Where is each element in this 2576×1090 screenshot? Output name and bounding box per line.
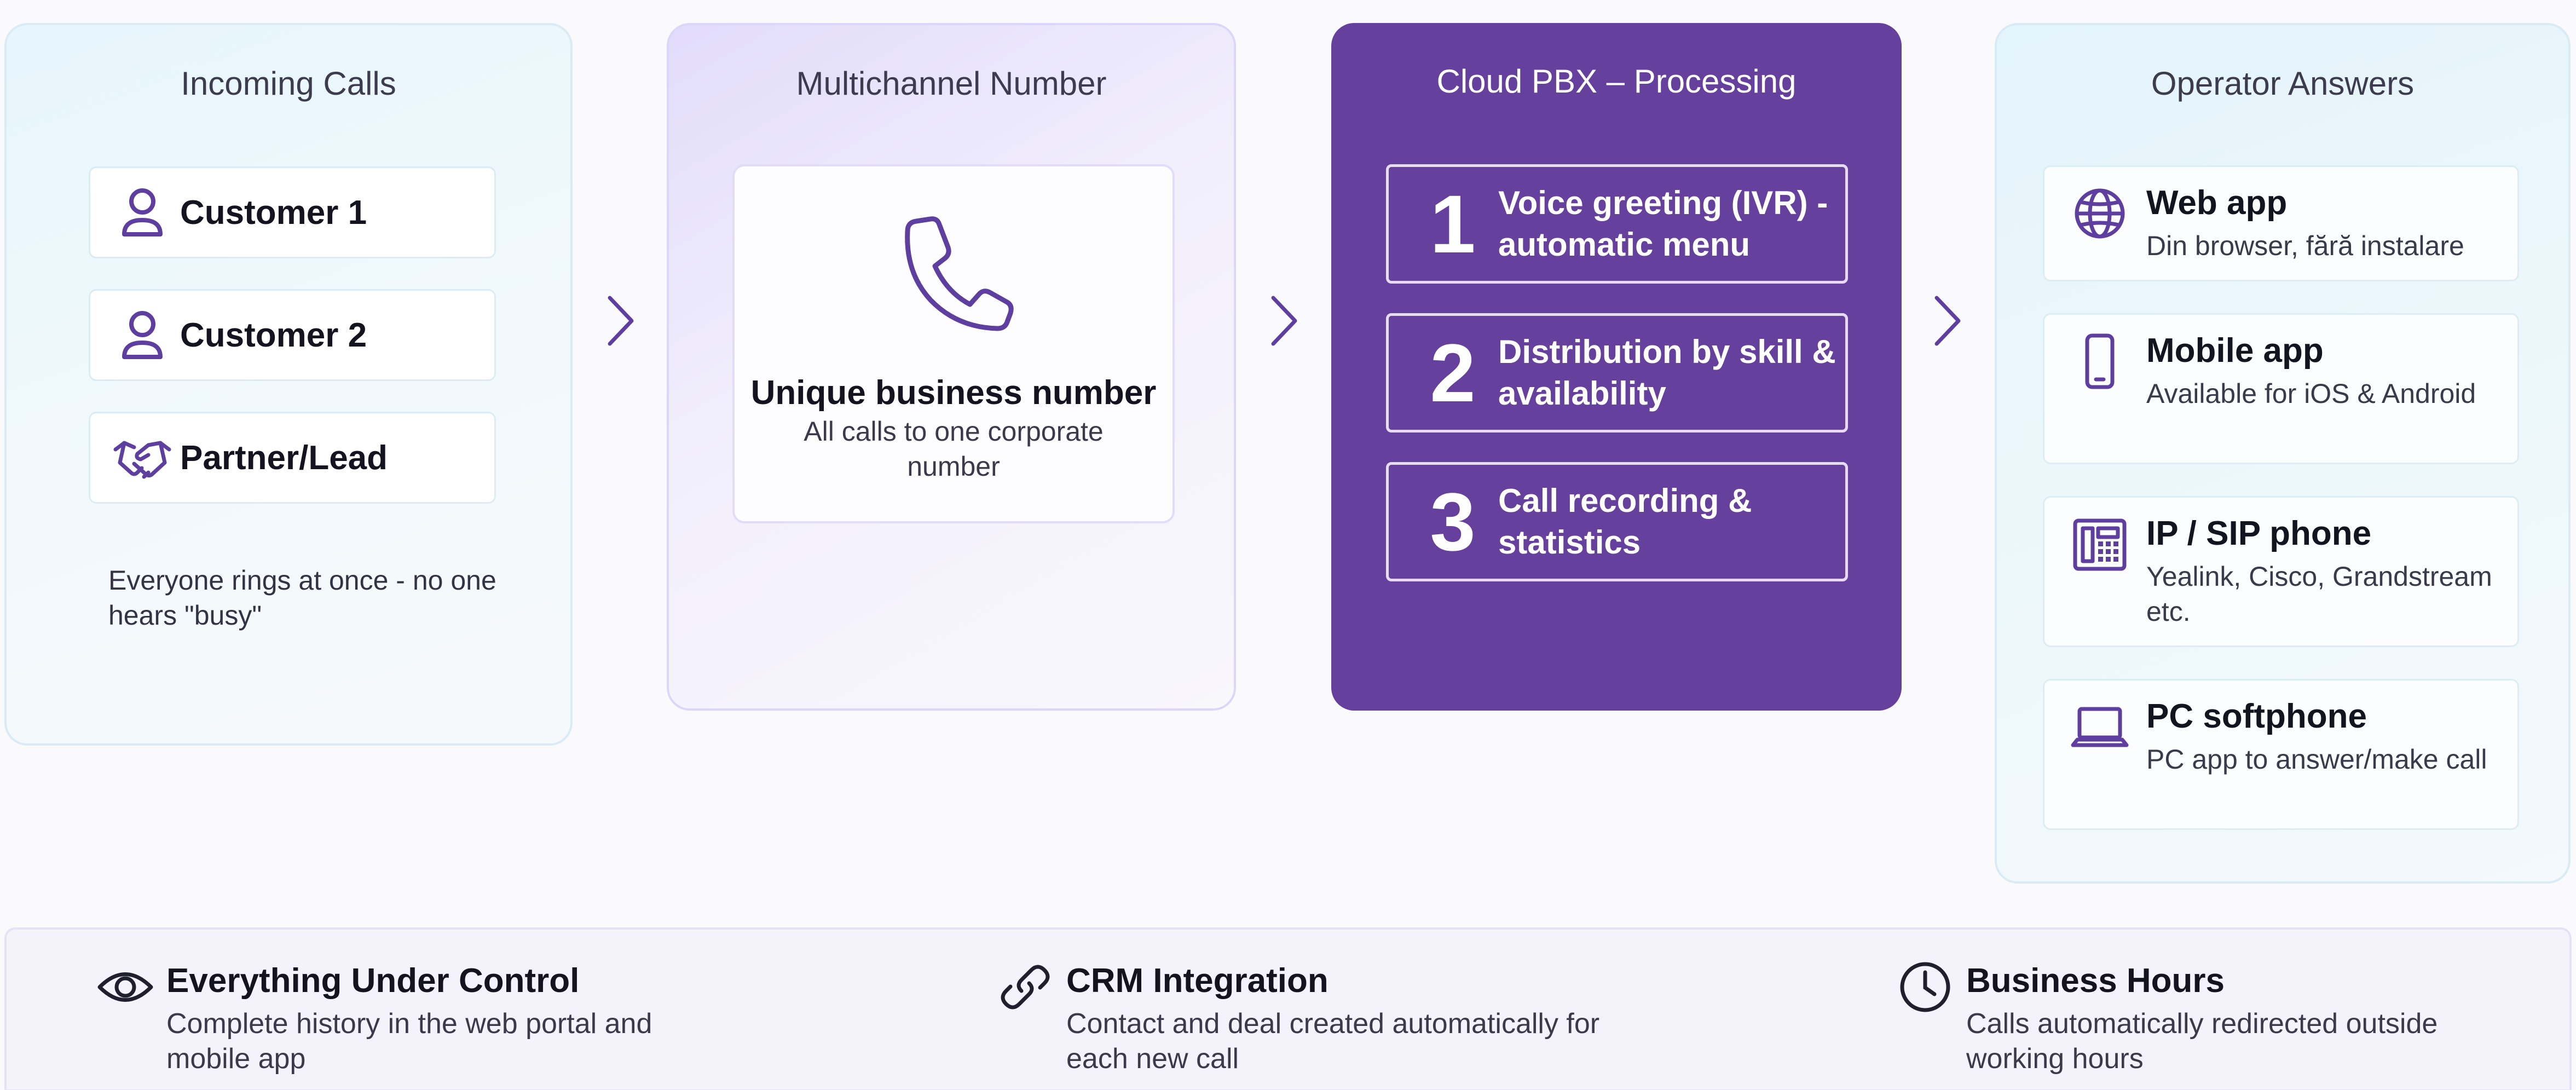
channel-subtitle: PC app to answer/make call [2146,744,2487,775]
operator-answers-title: Operator Answers [2151,65,2415,102]
caller-label: Partner/Lead [180,439,388,477]
mobile-icon [2085,333,2115,389]
feature-subtitle: Calls automatically redirected outside w… [1966,1008,2438,1075]
handshake-icon [112,430,172,485]
feature-subtitle: Complete history in the web portal and m… [166,1008,652,1075]
cloud-pbx-title: Cloud PBX – Processing [1436,63,1797,100]
feature-subtitle: Contact and deal created automatically f… [1066,1008,1600,1075]
caller-customer-2: Customer 2 [89,289,496,381]
incoming-calls-panel: Incoming Calls Customer 1 Customer 2 [4,23,573,746]
channel-subtitle: Yealink, Cisco, Grandstream etc. [2146,561,2492,627]
number-card: Unique business number All calls to one … [732,164,1175,523]
channel-pc-softphone: PC softphone PC app to answer/make call [2043,679,2519,830]
pbx-step-1: 1 Voice greeting (IVR) - automatic menu [1386,164,1848,284]
feature-title: CRM Integration [1066,962,1329,1000]
caller-label: Customer 1 [180,193,367,232]
caller-label: Customer 2 [180,316,367,354]
channel-title: IP / SIP phone [2146,515,2372,552]
number-description: All calls to one corporate number [804,416,1104,482]
chevron-right-icon [608,296,634,346]
chevron-right-icon [1271,296,1297,346]
link-icon [1001,965,1050,1010]
channel-subtitle: Available for iOS & Android [2146,378,2476,409]
user-icon [112,185,172,240]
step-number: 2 [1430,327,1476,419]
step-number: 3 [1430,476,1476,568]
laptop-icon [2071,707,2129,747]
step-text: Distribution by skill & availability [1498,333,1836,412]
channel-title: PC softphone [2146,697,2367,735]
channel-title: Web app [2146,184,2288,222]
cloud-pbx-panel: Cloud PBX – Processing 1 Voice greeting … [1331,23,1902,711]
user-icon [112,308,172,362]
clock-icon [1900,962,1950,1012]
channel-ip-sip-phone: IP / SIP phone Yealink, Cisco, Grandstre… [2043,496,2519,647]
chevron-right-icon [1934,296,1961,346]
step-number: 1 [1430,178,1476,270]
step-text: Call recording & statistics [1498,482,1752,561]
channel-web-app: Web app Din browser, fără instalare [2043,165,2519,281]
pbx-step-3: 3 Call recording & statistics [1386,462,1848,581]
features-bar: Everything Under Control Complete histor… [4,927,2572,1090]
incoming-calls-title: Incoming Calls [181,65,396,102]
step-text: Voice greeting (IVR) - automatic menu [1498,184,1828,263]
number-heading: Unique business number [750,374,1157,412]
eye-icon [97,972,153,1002]
desk-phone-icon [2073,518,2127,571]
feature-title: Everything Under Control [166,962,580,1000]
caller-partner-lead: Partner/Lead [89,412,496,504]
globe-icon [2075,188,2125,239]
pbx-step-2: 2 Distribution by skill & availability [1386,313,1848,432]
caller-customer-1: Customer 1 [89,166,496,258]
multichannel-number-title: Multichannel Number [796,65,1107,102]
multichannel-number-panel: Multichannel Number Unique business numb… [667,23,1236,711]
feature-title: Business Hours [1966,962,2225,1000]
caller-note: Everyone rings at once - no one hears "b… [108,565,496,631]
channel-subtitle: Din browser, fără instalare [2146,230,2464,261]
channel-mobile-app: Mobile app Available for iOS & Android [2043,313,2519,464]
operator-answers-panel: Operator Answers Web app Din browser, fă… [1995,23,2571,884]
channel-title: Mobile app [2146,332,2324,370]
phone-icon [905,216,1014,331]
